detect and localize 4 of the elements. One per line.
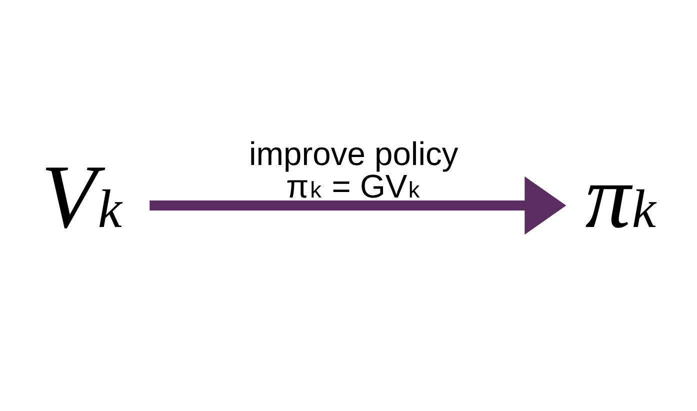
node-text: πk (585, 146, 656, 248)
edge-label: improve policy πk = GVk (248, 134, 458, 205)
node-text: Vk (41, 146, 122, 248)
arrow (150, 176, 566, 235)
